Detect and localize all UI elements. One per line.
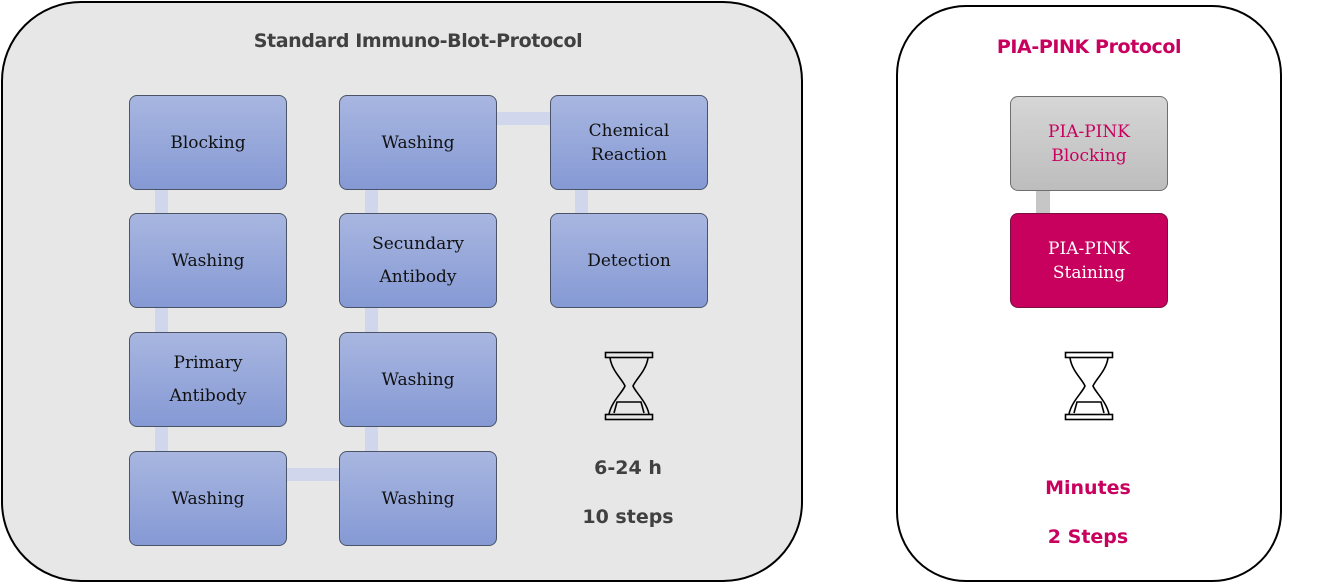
step-label: Antibody bbox=[379, 266, 457, 287]
step-label: Chemical bbox=[588, 120, 670, 141]
step-label: Blocking bbox=[170, 132, 246, 153]
step-pia-pink-staining: PIA-PINK Staining bbox=[1010, 213, 1168, 308]
step-washing-3: Washing bbox=[339, 451, 497, 546]
step-washing-2: Washing bbox=[129, 451, 287, 546]
pia-pink-duration: Minutes bbox=[1045, 477, 1131, 499]
pia-pink-step-count: 2 Steps bbox=[1047, 526, 1129, 548]
step-primary-antibody: Primary Antibody bbox=[129, 332, 287, 427]
step-label: Washing bbox=[381, 488, 455, 509]
step-label: Blocking bbox=[1051, 145, 1127, 166]
step-label: PIA-PINK bbox=[1048, 238, 1130, 259]
hourglass-icon bbox=[1064, 351, 1114, 421]
step-chemical-reaction: Chemical Reaction bbox=[550, 95, 708, 190]
connector bbox=[1036, 185, 1050, 220]
step-washing-5: Washing bbox=[339, 95, 497, 190]
step-label: Reaction bbox=[591, 144, 667, 165]
connector bbox=[365, 421, 378, 456]
step-detection: Detection bbox=[550, 213, 708, 308]
step-label: Detection bbox=[587, 250, 671, 271]
hourglass-icon bbox=[604, 351, 654, 421]
standard-protocol-title: Standard Immuno-Blot-Protocol bbox=[253, 30, 583, 52]
step-label: Primary bbox=[173, 352, 243, 373]
step-blocking: Blocking bbox=[129, 95, 287, 190]
standard-step-count: 10 steps bbox=[582, 506, 674, 528]
standard-duration: 6-24 h bbox=[594, 457, 662, 479]
step-washing-4: Washing bbox=[339, 332, 497, 427]
step-pia-pink-blocking: PIA-PINK Blocking bbox=[1010, 96, 1168, 191]
step-label: Washing bbox=[381, 132, 455, 153]
connector bbox=[493, 112, 553, 125]
step-label: Washing bbox=[171, 250, 245, 271]
connector bbox=[575, 185, 588, 220]
step-label: Washing bbox=[381, 369, 455, 390]
connector bbox=[155, 185, 168, 220]
step-label: Staining bbox=[1052, 262, 1126, 283]
step-washing-1: Washing bbox=[129, 213, 287, 308]
step-label: Secundary bbox=[372, 233, 464, 254]
step-label: Washing bbox=[171, 488, 245, 509]
connector bbox=[155, 421, 168, 456]
pia-pink-protocol-title: PIA-PINK Protocol bbox=[996, 36, 1182, 58]
connector bbox=[365, 185, 378, 220]
connector bbox=[155, 303, 168, 338]
step-label: PIA-PINK bbox=[1048, 121, 1130, 142]
step-label: Antibody bbox=[169, 385, 247, 406]
connector bbox=[283, 468, 343, 481]
step-secundary-antibody: Secundary Antibody bbox=[339, 213, 497, 308]
connector bbox=[365, 303, 378, 338]
